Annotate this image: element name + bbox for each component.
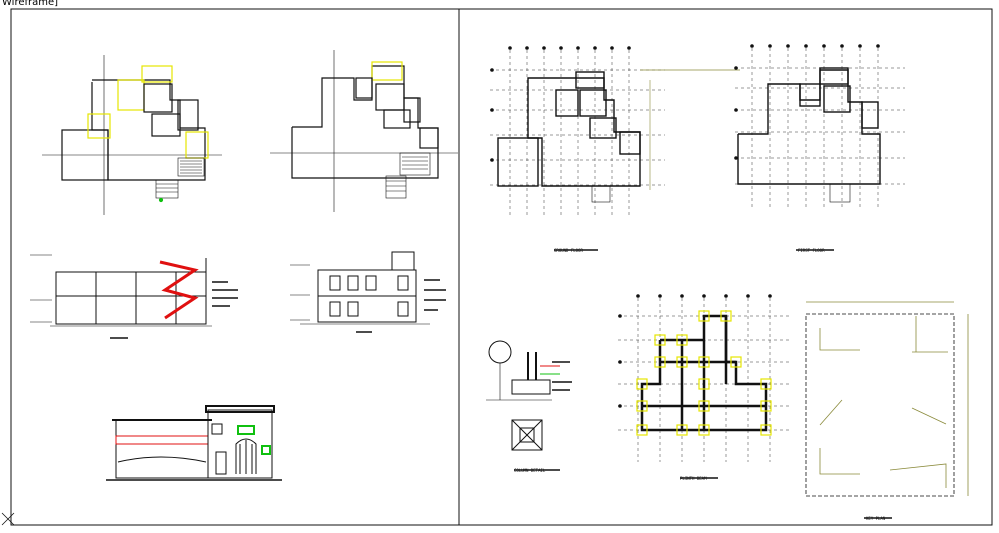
ground-floor-title: GROUND FLOOR — [554, 248, 583, 253]
first-floor-plan-small — [270, 50, 458, 212]
ground-floor-plan-small — [42, 55, 222, 215]
ucs-icon — [1, 512, 15, 526]
ground-floor-plan — [490, 46, 740, 251]
first-floor-title: FIRST FLOOR — [798, 248, 825, 253]
viewport-label[interactable]: Wireframe] — [2, 0, 59, 8]
column-detail — [486, 340, 572, 471]
key-plan-title: KEY PLAN — [866, 516, 886, 521]
key-plan — [805, 301, 969, 519]
section-drawing-left — [30, 254, 238, 339]
front-elevation — [106, 405, 282, 481]
plinth-beam-title: PLINTH BEAM — [680, 476, 707, 481]
section-drawing-right — [290, 251, 446, 333]
sheet-frames — [10, 8, 993, 526]
plinth-beam-plan — [618, 294, 790, 479]
first-floor-plan — [734, 44, 905, 251]
column-detail-title: COLUMN DETAIL — [514, 468, 546, 473]
